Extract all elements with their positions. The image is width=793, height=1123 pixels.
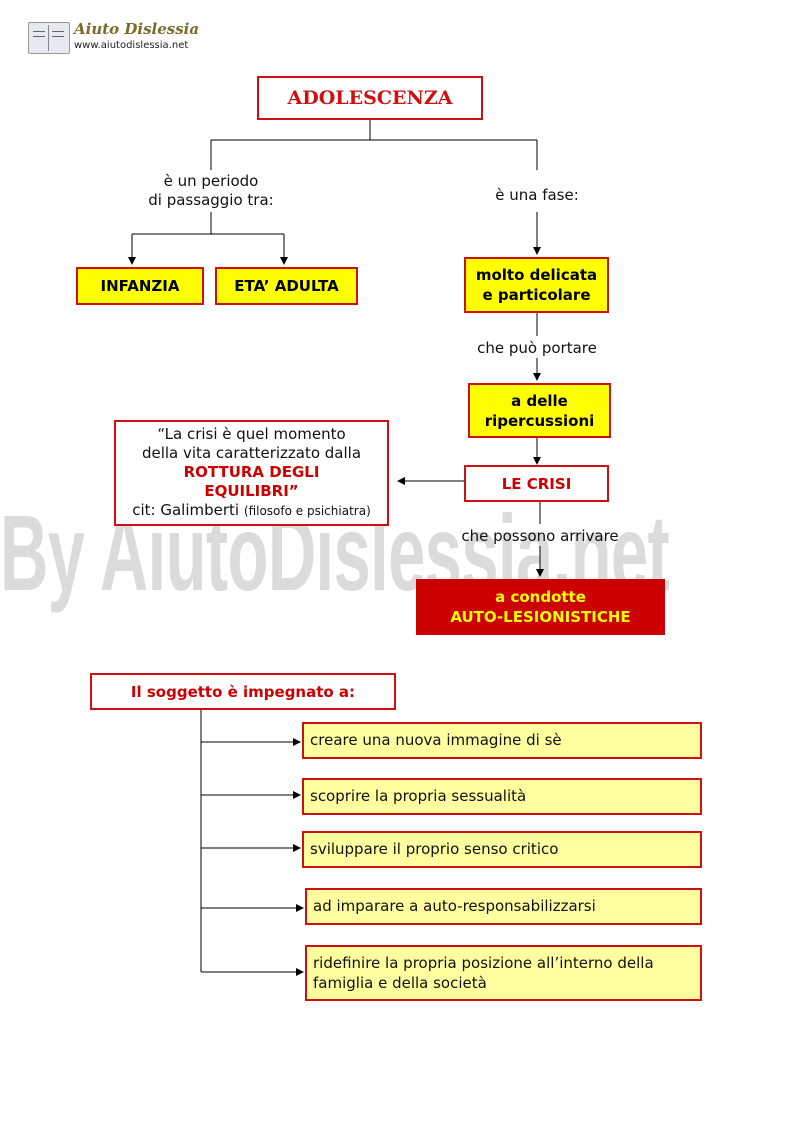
logo: Aiuto Dislessia www.aiutodislessia.net (28, 20, 199, 56)
title-adolescenza: ADOLESCENZA (257, 76, 483, 120)
box-condotte: a condotte AUTO-LESIONISTICHE (416, 579, 665, 635)
label-periodo: è un periodo di passaggio tra: (148, 172, 274, 209)
label-portare: che può portare (477, 339, 597, 357)
box-infanzia: INFANZIA (76, 267, 204, 305)
quote-box: “La crisi è quel momento della vita cara… (114, 420, 389, 526)
box-soggetto: Il soggetto è impegnato a: (90, 673, 396, 710)
box-ripercussioni: a delle ripercussioni (468, 383, 611, 438)
logo-title: Aiuto Dislessia (74, 20, 200, 38)
task-item: creare una nuova immagine di sè (302, 722, 702, 759)
label-arrivare: che possono arrivare (461, 527, 619, 545)
book-icon (28, 22, 70, 54)
task-item: ad imparare a auto-responsabilizzarsi (305, 888, 702, 925)
label-fase: è una fase: (495, 186, 579, 204)
box-molto-delicata: molto delicata e particolare (464, 257, 609, 313)
box-le-crisi: LE CRISI (464, 465, 609, 502)
task-item: scoprire la propria sessualità (302, 778, 702, 815)
box-eta-adulta: ETA’ ADULTA (215, 267, 358, 305)
task-item: ridefinire la propria posizione all’inte… (305, 945, 702, 1001)
logo-url[interactable]: www.aiutodislessia.net (74, 40, 189, 51)
task-item: sviluppare il proprio senso critico (302, 831, 702, 868)
